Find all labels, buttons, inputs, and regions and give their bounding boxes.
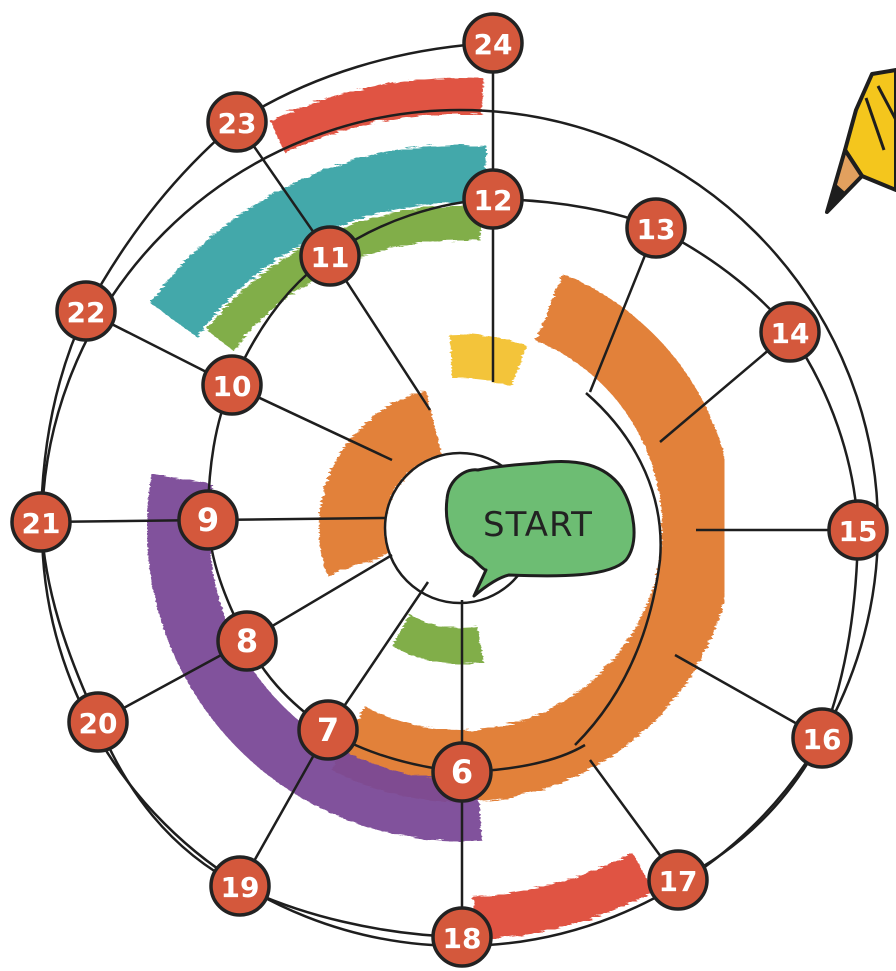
node-18: 18	[433, 908, 491, 966]
node-label: 8	[236, 622, 258, 660]
node-17: 17	[649, 851, 707, 909]
node-20: 20	[69, 693, 127, 751]
node-11: 11	[301, 227, 359, 285]
node-21: 21	[12, 493, 70, 551]
node-19: 19	[211, 857, 269, 915]
node-label: 16	[803, 723, 842, 756]
node-label: 20	[79, 707, 118, 740]
node-label: 17	[659, 865, 698, 898]
node-label: 21	[22, 507, 61, 540]
node-label: 13	[637, 213, 676, 246]
node-label: 9	[197, 501, 219, 539]
node-label: 24	[474, 28, 513, 61]
node-7: 7	[299, 701, 357, 759]
red-band-top	[277, 96, 482, 136]
node-label: 14	[771, 317, 810, 350]
red-band-bottom	[474, 872, 643, 918]
node-label: 11	[311, 241, 350, 274]
node-label: 7	[317, 711, 339, 749]
node-label: 10	[213, 370, 252, 403]
node-22: 22	[57, 282, 115, 340]
node-label: 22	[67, 296, 106, 329]
node-label: 18	[443, 922, 482, 955]
green-band-inner	[401, 630, 481, 646]
node-15: 15	[829, 501, 887, 559]
node-16: 16	[793, 709, 851, 767]
node-14: 14	[761, 303, 819, 361]
node-label: 23	[218, 107, 257, 140]
node-label: 15	[839, 515, 878, 548]
node-6: 6	[433, 743, 491, 801]
node-12: 12	[464, 170, 522, 228]
node-8: 8	[218, 612, 276, 670]
node-label: 19	[221, 871, 260, 904]
node-label: 6	[451, 753, 473, 791]
start-label: START	[483, 505, 593, 545]
node-label: 12	[474, 184, 513, 217]
node-24: 24	[464, 14, 522, 72]
node-9: 9	[179, 491, 237, 549]
start-bubble: START	[446, 461, 634, 596]
pencil-icon	[827, 70, 896, 212]
node-13: 13	[627, 199, 685, 257]
node-10: 10	[203, 356, 261, 414]
yellow-band	[451, 356, 519, 366]
node-23: 23	[208, 93, 266, 151]
